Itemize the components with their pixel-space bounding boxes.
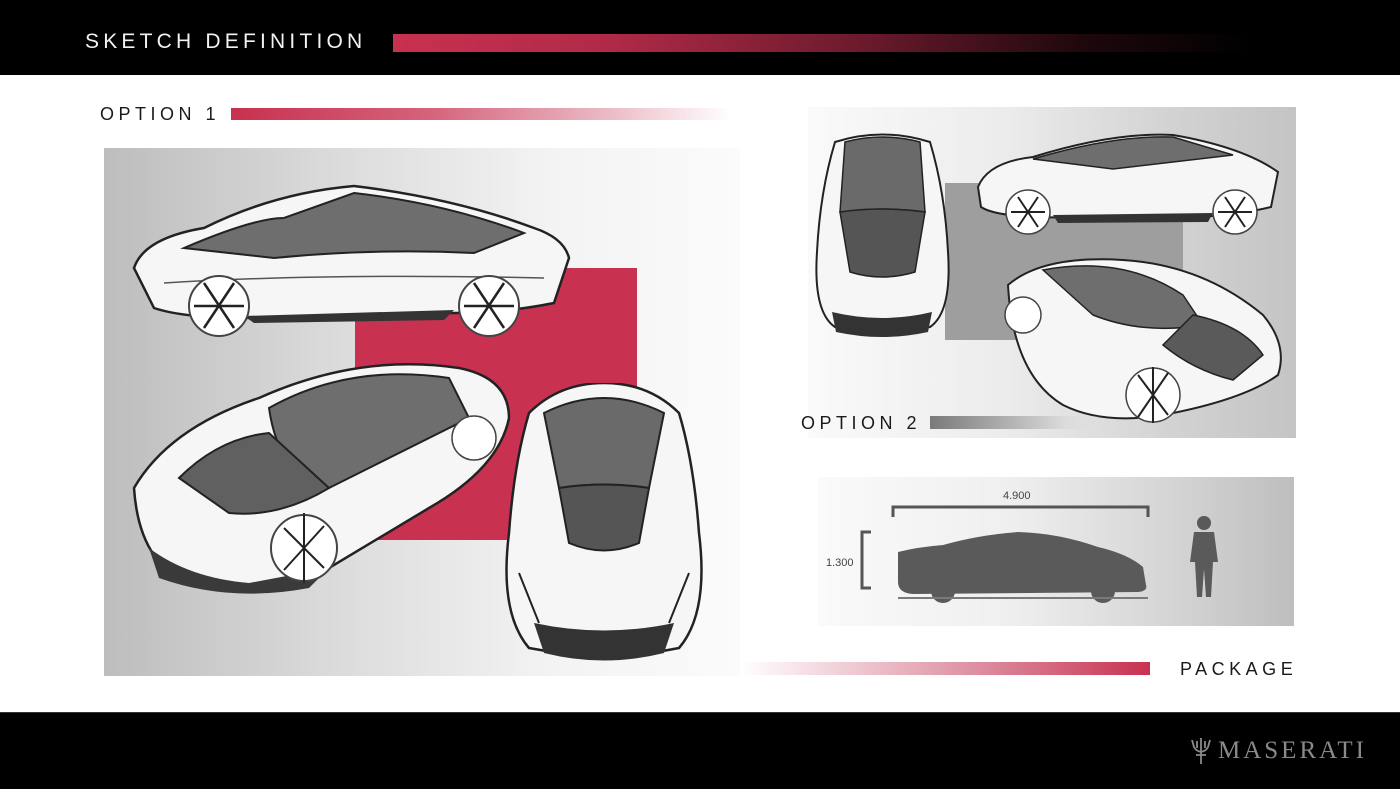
option1-panel: [104, 148, 740, 676]
option1-top-view-sketch: [505, 383, 703, 661]
header-bar: SKETCH DEFINITION: [0, 0, 1400, 75]
trident-icon: [1191, 738, 1211, 764]
option2-accent-bar: [930, 416, 1100, 429]
height-dimension: 1.300: [826, 557, 854, 569]
length-dimension: 4.900: [1003, 490, 1031, 502]
package-diagram: [860, 505, 1218, 603]
footer-bar: MASERATI: [0, 712, 1400, 789]
option1-three-quarter-sketch: [132, 363, 511, 594]
brand-logo: MASERATI: [1190, 737, 1367, 765]
package-panel: 4.900 1.300: [818, 477, 1294, 626]
option1-side-view-sketch: [132, 184, 571, 337]
page-title: SKETCH DEFINITION: [85, 30, 367, 53]
option1-label: OPTION 1: [100, 104, 221, 124]
title-accent-bar: [393, 34, 1253, 52]
option2-side-view-sketch: [976, 133, 1280, 235]
package-label: PACKAGE: [1180, 659, 1298, 679]
package-accent-bar: [740, 662, 1150, 675]
option1-accent-bar: [231, 108, 731, 120]
option2-label: OPTION 2: [801, 413, 922, 433]
option2-top-view-sketch: [815, 133, 950, 337]
option2-three-quarter-sketch: [1004, 258, 1282, 423]
brand-name: MASERATI: [1217, 737, 1367, 764]
option2-panel: [808, 107, 1296, 438]
